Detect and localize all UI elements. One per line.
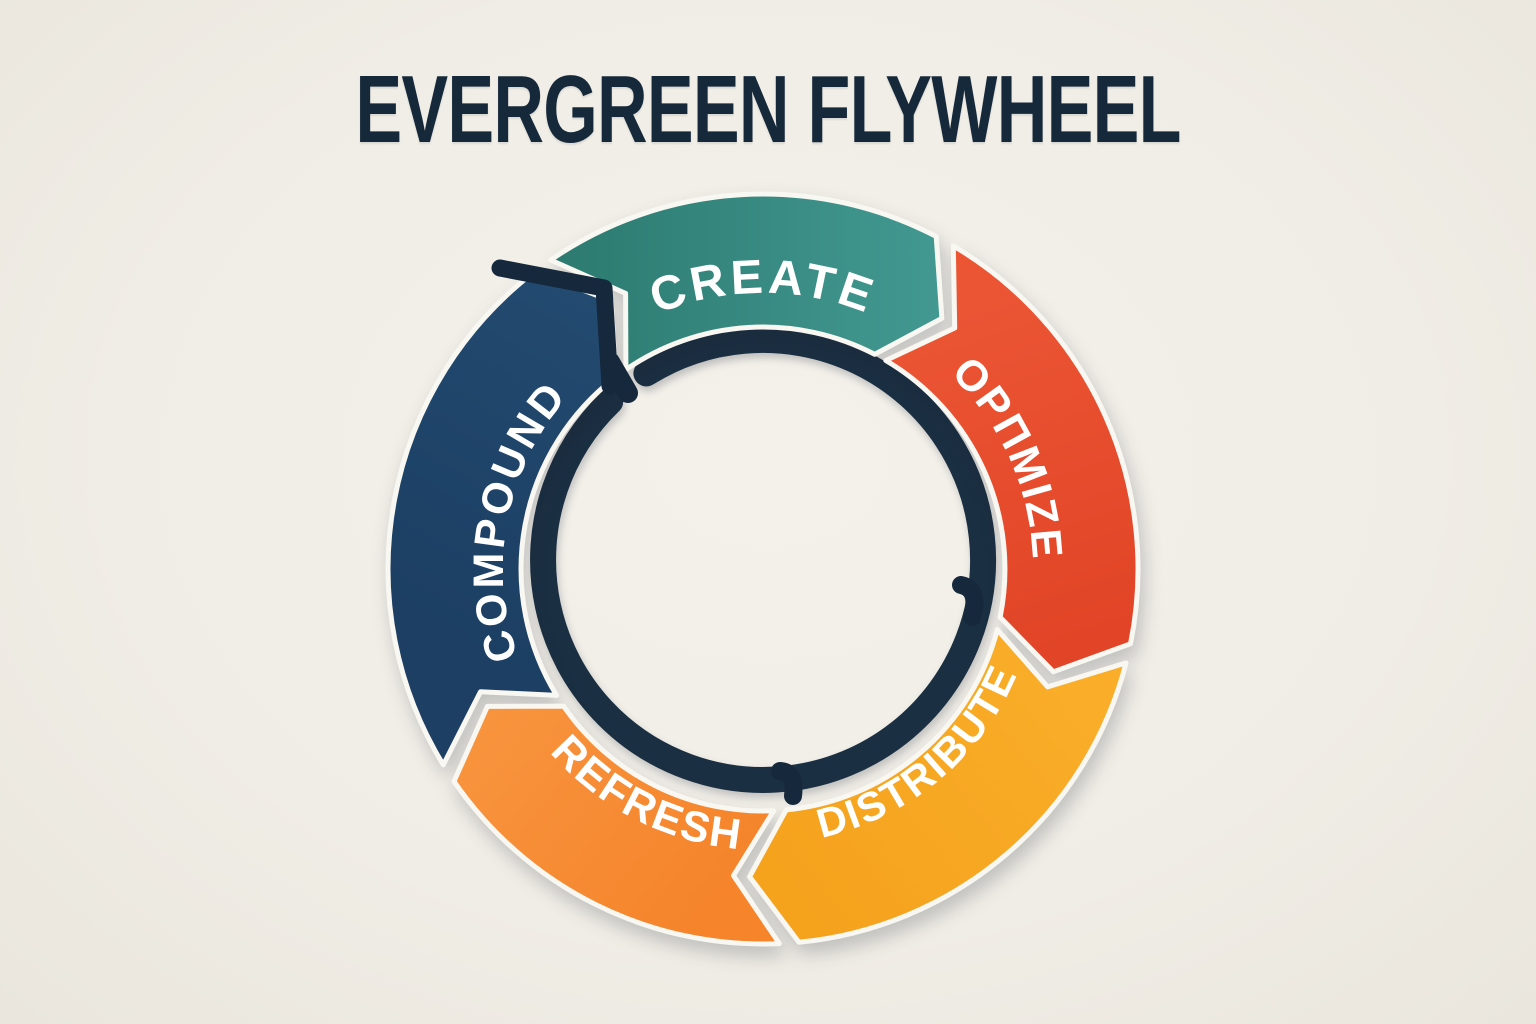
segment-1 [883, 243, 1141, 675]
compound-arrow-accent [491, 259, 619, 395]
inner-ring [530, 326, 997, 793]
segment-0 [548, 191, 945, 373]
ring-hook-right [952, 576, 984, 626]
segment-3 [451, 703, 782, 947]
page-title: EVERGREEN FLYWHEEL [355, 56, 1181, 163]
segment-2 [747, 627, 1129, 945]
ring-hook-bottom [771, 762, 803, 805]
